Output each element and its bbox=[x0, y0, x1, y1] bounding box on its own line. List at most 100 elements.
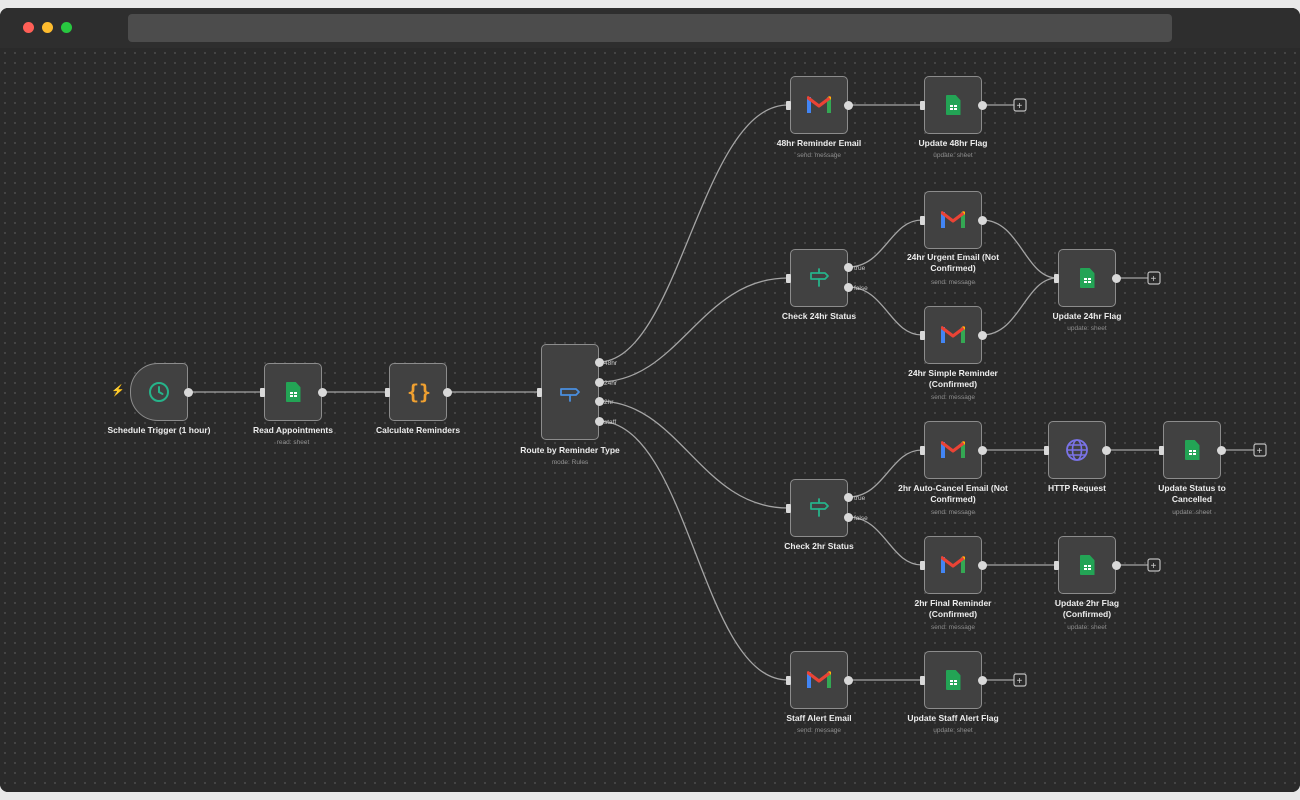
input-port[interactable] bbox=[920, 331, 925, 340]
node-label: HTTP Request bbox=[1048, 483, 1106, 493]
trigger-bolt-icon: ⚡ bbox=[111, 385, 125, 397]
output-port[interactable] bbox=[978, 331, 987, 340]
node-label: 24hr Simple Reminder (Confirmed) bbox=[908, 368, 998, 389]
output-port[interactable] bbox=[978, 101, 987, 110]
node-subtitle: read: sheet bbox=[276, 439, 310, 446]
node-subtitle: send: message bbox=[930, 394, 976, 401]
address-bar[interactable] bbox=[128, 14, 1172, 42]
node-24hr-simple-reminder[interactable] bbox=[920, 306, 987, 364]
gmail-icon bbox=[941, 211, 965, 228]
output-port[interactable] bbox=[1112, 274, 1121, 283]
input-port[interactable] bbox=[920, 216, 925, 225]
node-label: Schedule Trigger (1 hour) bbox=[107, 425, 211, 435]
node-subtitle: send: message bbox=[930, 509, 976, 516]
node-calculate-reminders[interactable]: {} bbox=[385, 363, 452, 421]
output-port[interactable] bbox=[318, 388, 327, 397]
node-update-staff-alert-flag[interactable] bbox=[920, 651, 987, 709]
input-port[interactable] bbox=[1044, 446, 1049, 455]
node-check-2hr-status[interactable] bbox=[786, 479, 853, 537]
gmail-icon bbox=[941, 441, 965, 458]
node-label: Update 2hr Flag (Confirmed) bbox=[1054, 598, 1120, 619]
node-label: Check 24hr Status bbox=[781, 311, 857, 321]
node-48hr-reminder-email[interactable] bbox=[786, 76, 853, 134]
input-port[interactable] bbox=[1159, 446, 1164, 455]
input-port[interactable] bbox=[786, 274, 791, 283]
node-http-request[interactable] bbox=[1044, 421, 1111, 479]
svg-text:{}: {} bbox=[407, 381, 431, 403]
node-24hr-urgent-email[interactable] bbox=[920, 191, 987, 249]
output-port[interactable] bbox=[978, 561, 987, 570]
node-subtitle: update: sheet bbox=[1067, 325, 1107, 332]
node-read-appointments[interactable] bbox=[260, 363, 327, 421]
node-label: 48hr Reminder Email bbox=[776, 138, 862, 148]
node-staff-alert-email[interactable] bbox=[786, 651, 853, 709]
clock-icon bbox=[149, 382, 169, 402]
globe-icon bbox=[1066, 439, 1088, 461]
input-port[interactable] bbox=[920, 446, 925, 455]
input-port[interactable] bbox=[385, 388, 390, 397]
output-port[interactable] bbox=[844, 101, 853, 110]
output-port[interactable] bbox=[1112, 561, 1121, 570]
output-port[interactable] bbox=[844, 676, 853, 685]
node-subtitle: update: sheet bbox=[1067, 624, 1107, 631]
input-port[interactable] bbox=[537, 388, 542, 397]
node-label: Update 24hr Flag bbox=[1052, 311, 1122, 321]
input-port[interactable] bbox=[260, 388, 265, 397]
node-label: 2hr Auto-Cancel Email (Not Confirmed) bbox=[898, 483, 1008, 504]
node-schedule-trigger[interactable] bbox=[130, 363, 193, 421]
output-port-2hr[interactable] bbox=[595, 397, 604, 406]
input-port[interactable] bbox=[920, 676, 925, 685]
input-port[interactable] bbox=[920, 101, 925, 110]
output-port-false[interactable] bbox=[844, 513, 853, 522]
input-port[interactable] bbox=[786, 101, 791, 110]
node-subtitle: send: message bbox=[796, 152, 842, 159]
output-port[interactable] bbox=[184, 388, 193, 397]
workflow-canvas[interactable] bbox=[0, 48, 1300, 792]
maximize-window-button[interactable] bbox=[61, 22, 72, 33]
google-sheets-icon bbox=[1079, 268, 1095, 288]
input-port[interactable] bbox=[786, 676, 791, 685]
node-label: Route by Reminder Type bbox=[520, 445, 620, 455]
gmail-icon bbox=[941, 556, 965, 573]
output-port-48hr[interactable] bbox=[595, 358, 604, 367]
node-label: Update Staff Alert Flag bbox=[907, 713, 999, 723]
router-icon bbox=[560, 388, 580, 402]
output-port[interactable] bbox=[978, 446, 987, 455]
output-port-false[interactable] bbox=[844, 283, 853, 292]
node-subtitle: mode: Rules bbox=[551, 459, 589, 466]
google-sheets-icon bbox=[945, 95, 961, 115]
node-subtitle: send: message bbox=[796, 727, 842, 734]
output-port[interactable] bbox=[978, 676, 987, 685]
output-port[interactable] bbox=[1102, 446, 1111, 455]
output-port-true[interactable] bbox=[844, 263, 853, 272]
input-port[interactable] bbox=[1054, 561, 1059, 570]
output-port[interactable] bbox=[1217, 446, 1226, 455]
node-update-24hr-flag[interactable] bbox=[1054, 249, 1121, 307]
output-port-staff[interactable] bbox=[595, 417, 604, 426]
node-label: Check 2hr Status bbox=[784, 541, 854, 551]
node-route-by-reminder-type[interactable] bbox=[537, 344, 604, 440]
node-label: Calculate Reminders bbox=[375, 425, 461, 435]
node-update-48hr-flag[interactable] bbox=[920, 76, 987, 134]
input-port[interactable] bbox=[786, 504, 791, 513]
output-port[interactable] bbox=[978, 216, 987, 225]
gmail-icon bbox=[807, 671, 831, 688]
input-port[interactable] bbox=[1054, 274, 1059, 283]
code-braces-icon: {} bbox=[407, 381, 431, 403]
node-2hr-final-reminder[interactable] bbox=[920, 536, 987, 594]
node-update-2hr-flag[interactable] bbox=[1054, 536, 1121, 594]
google-sheets-icon bbox=[1079, 555, 1095, 575]
output-port-true[interactable] bbox=[844, 493, 853, 502]
node-label: Update 48hr Flag bbox=[918, 138, 988, 148]
node-update-status-cancelled[interactable] bbox=[1159, 421, 1226, 479]
gmail-icon bbox=[941, 326, 965, 343]
node-check-24hr-status[interactable] bbox=[786, 249, 853, 307]
output-port[interactable] bbox=[443, 388, 452, 397]
node-2hr-auto-cancel-email[interactable] bbox=[920, 421, 987, 479]
node-subtitle: send: message bbox=[930, 279, 976, 286]
minimize-window-button[interactable] bbox=[42, 22, 53, 33]
input-port[interactable] bbox=[920, 561, 925, 570]
output-port-24hr[interactable] bbox=[595, 378, 604, 387]
close-window-button[interactable] bbox=[23, 22, 34, 33]
node-label: 24hr Urgent Email (Not Confirmed) bbox=[906, 252, 1000, 273]
